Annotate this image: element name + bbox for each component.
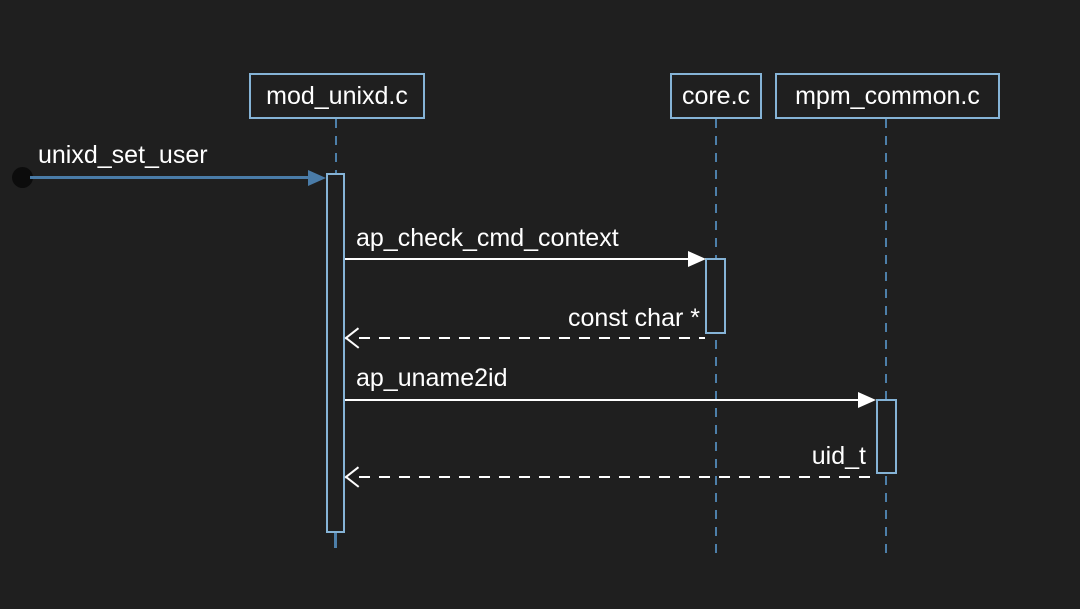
activation-bar-core — [705, 258, 726, 334]
participant-box-mpm-common: mpm_common.c — [775, 73, 1000, 119]
return-label-const-char: const char * — [567, 304, 700, 332]
found-message-endpoint-circle — [12, 167, 33, 188]
return-line-uid-t — [359, 476, 876, 478]
activation-bar-mod-unixd — [326, 173, 345, 533]
arrowhead-ap-uname2id — [858, 392, 876, 408]
participant-box-mod-unixd: mod_unixd.c — [249, 73, 425, 119]
lifeline-mod-unixd-stub — [334, 533, 337, 548]
activation-bar-mpm-common — [876, 399, 897, 474]
lifeline-mod-unixd-upper — [335, 119, 337, 173]
message-label-ap-check-cmd-context: ap_check_cmd_context — [356, 224, 619, 252]
message-line-unixd-set-user — [30, 176, 309, 179]
lifeline-core — [715, 119, 717, 556]
arrowhead-const-char — [345, 329, 363, 347]
message-label-unixd-set-user: unixd_set_user — [38, 141, 208, 169]
arrowhead-uid-t — [345, 468, 363, 486]
arrowhead-unixd-set-user — [308, 169, 326, 186]
arrowhead-ap-check-cmd-context — [688, 251, 706, 267]
message-label-ap-uname2id: ap_uname2id — [356, 364, 508, 392]
return-label-uid-t: uid_t — [811, 442, 866, 470]
participant-box-core: core.c — [670, 73, 762, 119]
message-line-ap-check-cmd-context — [345, 258, 689, 260]
return-line-const-char — [359, 337, 705, 339]
lifeline-mpm-common — [885, 119, 887, 556]
message-line-ap-uname2id — [345, 399, 859, 401]
